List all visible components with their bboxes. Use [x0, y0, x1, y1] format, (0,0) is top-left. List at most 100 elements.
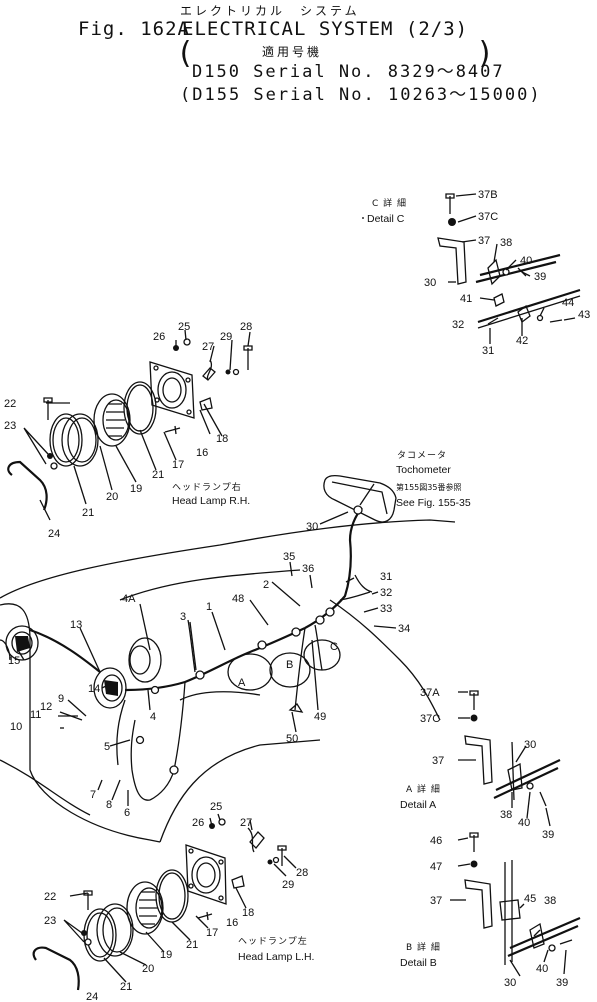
part-number: 37C: [478, 211, 498, 223]
part-number: 38: [500, 237, 512, 249]
part-number: 31: [482, 345, 494, 357]
serial-d155: (D155 Serial No. 10263～15000): [180, 85, 542, 105]
part-number: 6: [124, 807, 130, 819]
detail-b-drawing: [464, 832, 581, 965]
detail-c-drawing: [437, 193, 581, 329]
part-number: 17: [172, 459, 184, 471]
part-number: 3: [180, 611, 186, 623]
part-number: 16: [226, 917, 238, 929]
tachometer-unit: [323, 474, 397, 523]
part-number: 34: [398, 623, 410, 635]
part-number: 26: [192, 817, 204, 829]
part-number: 18: [216, 433, 228, 445]
part-number: 14: [88, 683, 100, 695]
part-number: 40: [518, 817, 530, 829]
part-number: 48: [232, 593, 244, 605]
part-number: 18: [242, 907, 254, 919]
part-number: 21: [186, 939, 198, 951]
part-number: 4: [150, 711, 156, 723]
part-number: 22: [4, 398, 16, 410]
part-number: 38: [544, 895, 556, 907]
part-number: 28: [296, 867, 308, 879]
open-bracket: (: [176, 36, 195, 71]
part-number: 30: [306, 521, 318, 533]
part-number: 21: [82, 507, 94, 519]
part-number: 37: [478, 235, 490, 247]
part-number: 13: [70, 619, 82, 631]
part-number: 47: [430, 861, 442, 873]
part-number: 1: [206, 601, 212, 613]
figure-title: ELECTRICAL SYSTEM (2/3): [182, 18, 469, 40]
part-number: 37B: [478, 189, 498, 201]
part-number: 29: [220, 331, 232, 343]
part-number: 23: [44, 915, 56, 927]
callout-letter-c: C: [330, 641, 338, 653]
part-number: 30: [504, 977, 516, 989]
part-number: 19: [130, 483, 142, 495]
part-number: 27: [202, 341, 214, 353]
part-number: 36: [302, 563, 314, 575]
part-number: 7: [90, 789, 96, 801]
part-number: 40: [520, 255, 532, 267]
tractor-body-outline: [0, 519, 456, 843]
part-number: 49: [314, 711, 326, 723]
part-number: 31: [380, 571, 392, 583]
part-number: 17: [206, 927, 218, 939]
detail-a-drawing: [464, 690, 561, 807]
detail-b-label-jp: B 詳 細: [406, 941, 441, 953]
tachometer-ref: See Fig. 155-35: [396, 497, 471, 509]
part-number: 50: [286, 733, 298, 745]
part-number: 37: [430, 895, 442, 907]
part-number: 39: [534, 271, 546, 283]
title-japanese: エレクトリカル システム: [180, 4, 360, 18]
head-lamp-rh-label-jp: ヘッドランプ右: [172, 481, 242, 493]
part-number: 42: [516, 335, 528, 347]
part-number: 35: [283, 551, 295, 563]
part-number: 2: [263, 579, 269, 591]
part-number: 23: [4, 420, 16, 432]
part-number: 39: [556, 977, 568, 989]
part-number: 24: [86, 991, 98, 1002]
part-number: 30: [524, 739, 536, 751]
tachometer-label-jp: タコメータ: [397, 450, 447, 461]
part-number: 37: [432, 755, 444, 767]
part-number: 46: [430, 835, 442, 847]
part-number: 15: [8, 655, 20, 667]
part-number: 19: [160, 949, 172, 961]
tachometer-ref-jp: 第155図35番参照: [396, 482, 461, 492]
part-number: 16: [196, 447, 208, 459]
part-number: 33: [380, 603, 392, 615]
part-number-callouts: 22 23 24 21 20 19 21 17 16 18 26 25 27 2…: [4, 189, 590, 1002]
part-number: 38: [500, 809, 512, 821]
part-number: 45: [524, 893, 536, 905]
part-number: 43: [578, 309, 590, 321]
head-lamp-lh-assembly: [32, 818, 287, 991]
tachometer-label: Tochometer: [396, 464, 451, 476]
close-bracket: ): [476, 36, 495, 71]
detail-a-label: Detail A: [400, 799, 436, 811]
part-number: 21: [152, 469, 164, 481]
part-number: 26: [153, 331, 165, 343]
part-number: 44: [562, 297, 574, 309]
part-number: 41: [460, 293, 472, 305]
leader-lines: [17, 193, 576, 983]
part-number: 32: [380, 587, 392, 599]
part-number: 40: [536, 963, 548, 975]
head-lamp-rh-assembly: [7, 338, 253, 511]
part-number: 37C: [420, 713, 440, 725]
part-number: 8: [106, 799, 112, 811]
part-number: 39: [542, 829, 554, 841]
applicable-models-japanese: 適用号機: [262, 45, 323, 59]
part-number: 12: [40, 701, 52, 713]
part-number: 27: [240, 817, 252, 829]
part-number: 9: [58, 693, 64, 705]
part-number: 20: [106, 491, 118, 503]
part-number: 32: [452, 319, 464, 331]
part-number: 37A: [420, 687, 440, 699]
part-number: 4A: [122, 593, 136, 605]
detail-a-label-jp: A 詳 細: [406, 783, 441, 795]
part-number: 10: [10, 721, 22, 733]
detail-c-label: Detail C: [367, 213, 405, 225]
